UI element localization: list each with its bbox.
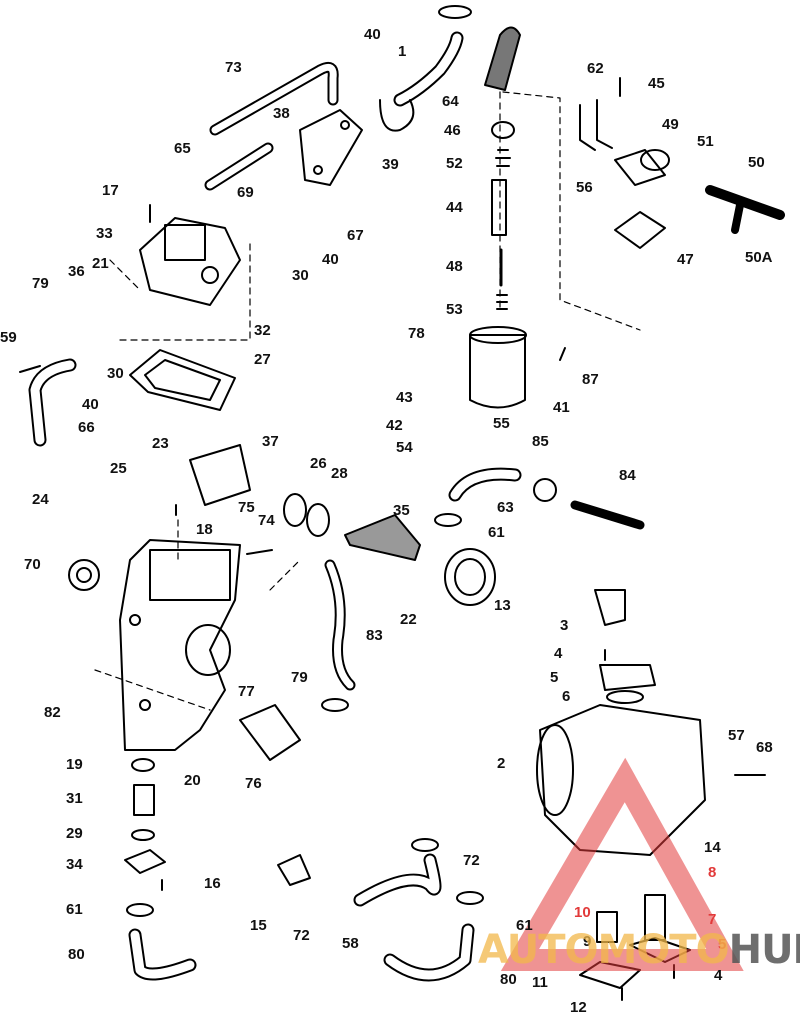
callout-50A: 50A [745, 249, 773, 266]
callout-29: 29 [66, 825, 83, 842]
callout-77: 77 [238, 683, 255, 700]
callout-51: 51 [697, 133, 714, 150]
callout-26: 26 [310, 455, 327, 472]
watermark-logo: AUTOMOTOHUB [478, 930, 800, 970]
callout-82: 82 [44, 704, 61, 721]
callout-4: 4 [554, 645, 563, 662]
callout-40: 40 [82, 396, 99, 413]
callout-59: 59 [0, 329, 17, 346]
callout-37: 37 [262, 433, 279, 450]
callout-87: 87 [582, 371, 599, 388]
callout-75: 75 [238, 499, 255, 516]
callout-32: 32 [254, 322, 271, 339]
callout-34: 34 [66, 856, 83, 873]
watermark-text-b: HUB [728, 927, 800, 973]
callout-85: 85 [532, 433, 549, 450]
callout-1: 1 [398, 43, 407, 60]
callout-61: 61 [66, 901, 83, 918]
callout-72: 72 [293, 927, 310, 944]
callout-69: 69 [237, 184, 254, 201]
callout-84: 84 [619, 467, 636, 484]
callout-30: 30 [107, 365, 124, 382]
callout-21: 21 [92, 255, 109, 272]
callout-28: 28 [331, 465, 348, 482]
callout-18: 18 [196, 521, 213, 538]
callout-27: 27 [254, 351, 271, 368]
callout-14: 14 [704, 839, 721, 856]
callout-31: 31 [66, 790, 83, 807]
callout-41: 41 [553, 399, 570, 416]
callout-79: 79 [291, 669, 308, 686]
callout-53: 53 [446, 301, 463, 318]
callout-20: 20 [184, 772, 201, 789]
callout-57: 57 [728, 727, 745, 744]
callout-80: 80 [68, 946, 85, 963]
callout-36: 36 [68, 263, 85, 280]
callout-80: 80 [500, 971, 517, 988]
callout-54: 54 [396, 439, 413, 456]
callout-83: 83 [366, 627, 383, 644]
callout-61: 61 [488, 524, 505, 541]
callout-35: 35 [393, 502, 410, 519]
callout-7: 7 [708, 911, 717, 928]
callout-11: 11 [532, 974, 548, 991]
callout-52: 52 [446, 155, 463, 172]
callout-40: 40 [322, 251, 339, 268]
callout-61: 61 [516, 917, 533, 934]
callout-68: 68 [756, 739, 773, 756]
callout-39: 39 [382, 156, 399, 173]
callout-16: 16 [204, 875, 221, 892]
callout-5: 5 [550, 669, 559, 686]
callout-30: 30 [292, 267, 309, 284]
callout-22: 22 [400, 611, 417, 628]
callout-4: 4 [714, 967, 723, 984]
callout-13: 13 [494, 597, 511, 614]
callout-62: 62 [587, 60, 604, 77]
callout-45: 45 [648, 75, 665, 92]
callout-63: 63 [497, 499, 514, 516]
callout-43: 43 [396, 389, 413, 406]
callout-47: 47 [677, 251, 694, 268]
callout-10: 10 [574, 904, 591, 921]
callout-65: 65 [174, 140, 191, 157]
callout-73: 73 [225, 59, 242, 76]
callout-23: 23 [152, 435, 169, 452]
callout-33: 33 [96, 225, 113, 242]
callout-6: 6 [562, 688, 571, 705]
callout-64: 64 [442, 93, 459, 110]
watermark-text-a: AUTOMOTO [478, 927, 730, 973]
callout-44: 44 [446, 199, 463, 216]
callout-25: 25 [110, 460, 127, 477]
callout-72: 72 [463, 852, 480, 869]
callout-50: 50 [748, 154, 765, 171]
callout-55: 55 [493, 415, 510, 432]
callout-67: 67 [347, 227, 364, 244]
callout-56: 56 [576, 179, 593, 196]
callout-46: 46 [444, 122, 461, 139]
callout-70: 70 [24, 556, 41, 573]
callout-9: 9 [583, 933, 592, 950]
callout-15: 15 [250, 917, 267, 934]
callout-40: 40 [364, 26, 381, 43]
callout-76: 76 [245, 775, 262, 792]
callout-49: 49 [662, 116, 679, 133]
callout-2: 2 [497, 755, 506, 772]
callout-78: 78 [408, 325, 425, 342]
callout-8: 8 [708, 864, 717, 881]
callout-58: 58 [342, 935, 359, 952]
callout-66: 66 [78, 419, 95, 436]
callout-38: 38 [273, 105, 290, 122]
callout-12: 12 [570, 999, 587, 1016]
callout-19: 19 [66, 756, 83, 773]
callout-74: 74 [258, 512, 275, 529]
callout-79: 79 [32, 275, 49, 292]
callout-42: 42 [386, 417, 403, 434]
callout-5: 5 [718, 936, 727, 953]
callout-48: 48 [446, 258, 463, 275]
callout-3: 3 [560, 617, 569, 634]
callout-24: 24 [32, 491, 49, 508]
callout-17: 17 [102, 182, 119, 199]
